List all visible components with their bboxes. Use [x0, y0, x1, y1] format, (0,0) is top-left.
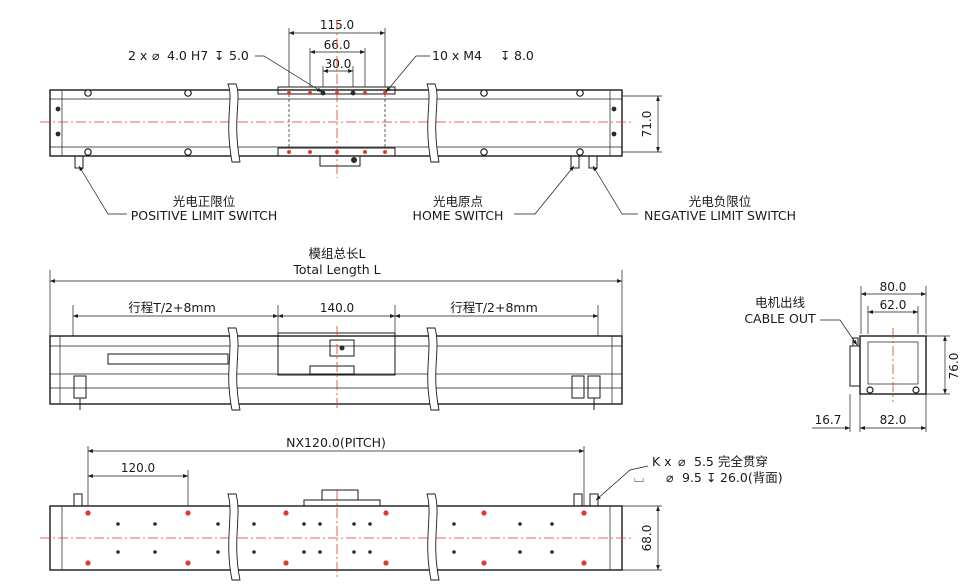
- dim-62: 62.0: [880, 298, 907, 312]
- dim-82: 82.0: [880, 413, 907, 427]
- total-length-label-en: Total Length L: [292, 262, 380, 277]
- cable-out-label-cn: 电机出线: [755, 295, 806, 310]
- pin-note-depth: 5.0: [229, 48, 249, 63]
- hole-note-cbore: 9.5: [682, 470, 702, 485]
- hole-note-through: 5.5 完全贯穿: [694, 454, 768, 469]
- positive-limit-label-cn: 光电正限位: [173, 194, 236, 209]
- screw-note-count: 10 x M4: [432, 48, 482, 63]
- home-switch-label-cn: 光电原点: [433, 194, 483, 209]
- negative-limit-label-cn: 光电负限位: [689, 194, 752, 209]
- home-switch-label-en: HOME SWITCH: [413, 208, 504, 223]
- top-view-rail-body: [49, 89, 623, 157]
- dim-71: 71.0: [640, 111, 654, 138]
- dim-80: 80.0: [880, 280, 907, 294]
- hole-note-count: K x: [652, 454, 672, 469]
- dim-30: 30.0: [325, 57, 352, 71]
- top-view: 115.0 66.0 30.0 71.0 2 x ⌀ 4.0 H7 ↧ 5.0 …: [40, 18, 796, 223]
- depth-icon-2: ↧: [500, 48, 510, 63]
- end-view: 电机出线 CABLE OUT 80.0 62.0 76.0 16.7 82.0: [744, 280, 961, 432]
- dim-16-7: 16.7: [815, 413, 842, 427]
- dim-120: 120.0: [121, 461, 155, 475]
- hole-note-depth: 26.0(背面): [720, 470, 783, 485]
- stroke-right-label: 行程T/2+8mm: [450, 300, 538, 315]
- total-length-label-cn: 模组总长L: [309, 246, 366, 261]
- dim-140: 140.0: [320, 301, 354, 315]
- side-view-carriage: [277, 332, 396, 376]
- diameter-icon-3: ⌀: [666, 470, 674, 485]
- pin-note-size: 4.0 H7: [167, 48, 208, 63]
- cable-out-label-en: CABLE OUT: [744, 311, 816, 326]
- positive-limit-label-en: POSITIVE LIMIT SWITCH: [131, 208, 277, 223]
- screw-note-depth: 8.0: [514, 48, 534, 63]
- pin-note-count: 2 x: [128, 48, 147, 63]
- negative-limit-label-en: NEGATIVE LIMIT SWITCH: [644, 208, 796, 223]
- stroke-left-label: 行程T/2+8mm: [128, 300, 216, 315]
- bottom-view: NX120.0(PITCH) 120.0 K x ⌀ 5.5 完全贯穿 ⌴ ⌀ …: [40, 435, 783, 581]
- counterbore-icon: ⌴: [634, 470, 644, 485]
- bottom-hole-pattern: [85, 510, 587, 566]
- depth-icon: ↧: [214, 48, 224, 63]
- side-view: 模组总长L Total Length L 行程T/2+8mm 140.0 行程T…: [49, 246, 623, 411]
- depth-icon-3: ↧: [706, 470, 716, 485]
- dim-68: 68.0: [640, 525, 654, 552]
- diameter-icon: ⌀: [152, 48, 160, 63]
- pitch-label: NX120.0(PITCH): [286, 435, 386, 450]
- side-view-rail-body: [49, 335, 623, 405]
- diameter-icon-2: ⌀: [678, 454, 686, 469]
- dim-76: 76.0: [947, 353, 961, 380]
